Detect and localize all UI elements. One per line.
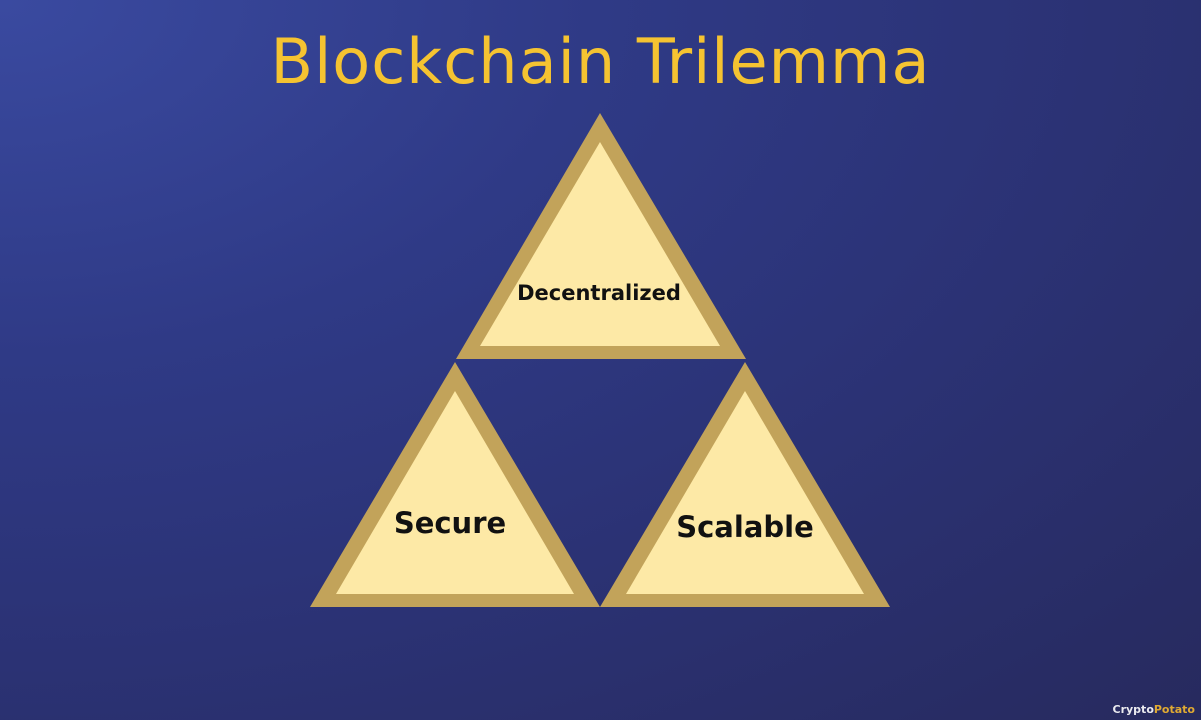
triangle-left-inner xyxy=(336,391,574,594)
triangle-right-inner xyxy=(626,391,864,594)
node-label-secure: Secure xyxy=(394,506,506,540)
watermark-logo: CryptoPotato xyxy=(1113,703,1195,716)
triangle-right: Scalable xyxy=(600,362,890,607)
triangle-top-inner xyxy=(480,142,720,346)
watermark-part2: Potato xyxy=(1153,703,1195,716)
watermark-part1: Crypto xyxy=(1112,703,1154,716)
page-title: Blockchain Trilemma xyxy=(270,25,931,98)
triangle-left: Secure xyxy=(310,362,600,607)
node-label-decentralized: Decentralized xyxy=(517,281,681,305)
node-label-scalable: Scalable xyxy=(676,510,814,544)
triangle-top: Decentralized xyxy=(456,113,746,359)
